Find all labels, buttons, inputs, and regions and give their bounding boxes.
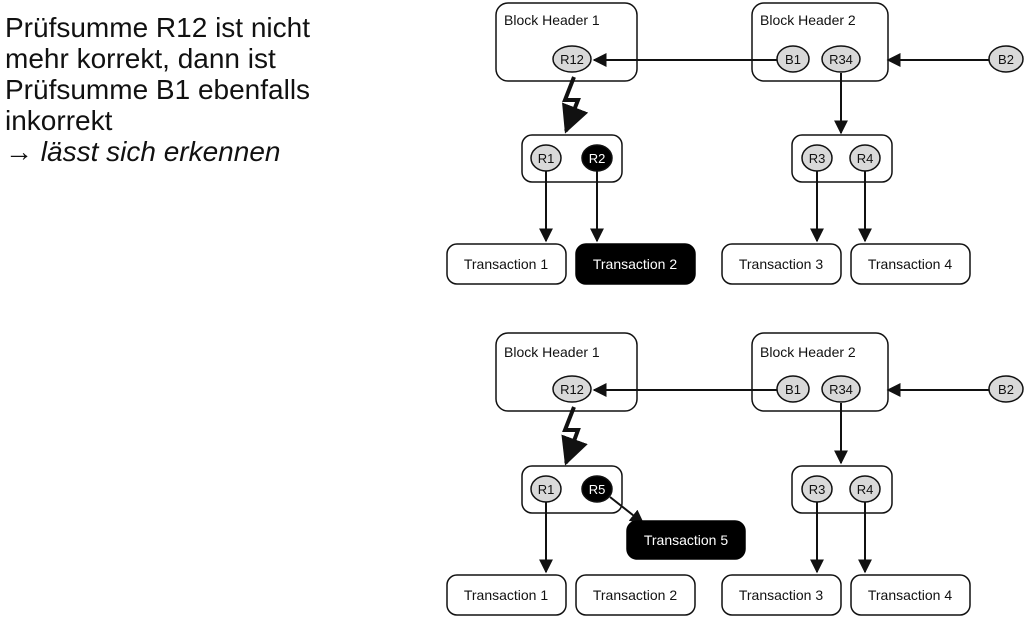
node-r12-label: R12 xyxy=(560,382,584,397)
bottom-diagram: Block Header 1 R12 Block Header 2 B1 R34… xyxy=(446,332,1024,616)
transaction-2-label: Transaction 2 xyxy=(593,256,678,272)
node-r5 xyxy=(581,475,613,503)
node-b1-label: B1 xyxy=(785,52,801,67)
caption: Prüfsumme R12 ist nicht mehr korrekt, da… xyxy=(5,12,405,167)
node-r5-label: R5 xyxy=(589,482,606,497)
transaction-2-box xyxy=(575,574,696,616)
transaction-1-box xyxy=(446,243,567,285)
block-header-1-label: Block Header 1 xyxy=(504,344,600,360)
transaction-1-box xyxy=(446,574,567,616)
transaction-3-box xyxy=(721,574,842,616)
node-b2-label: B2 xyxy=(998,382,1014,397)
transaction-4-label: Transaction 4 xyxy=(868,256,953,272)
block-header-2-label: Block Header 2 xyxy=(760,344,856,360)
transaction-2-label: Transaction 2 xyxy=(593,587,678,603)
caption-line-3: Prüfsumme B1 ebenfalls xyxy=(5,74,311,105)
node-r3-label: R3 xyxy=(809,151,826,166)
node-r34 xyxy=(821,45,861,73)
transaction-3-label: Transaction 3 xyxy=(739,587,824,603)
caption-line-4: inkorrekt xyxy=(5,105,113,136)
top-diagram: Block Header 1 R12 Block Header 2 B1 R34… xyxy=(446,2,1024,285)
node-b1-label: B1 xyxy=(785,382,801,397)
block-header-2-label: Block Header 2 xyxy=(760,12,856,28)
caption-line-1: Prüfsumme R12 ist nicht xyxy=(5,12,310,43)
node-r2-label: R2 xyxy=(589,151,606,166)
transaction-3-label: Transaction 3 xyxy=(739,256,824,272)
node-r1-label: R1 xyxy=(538,482,555,497)
lightning-icon xyxy=(562,76,589,134)
node-r34 xyxy=(821,375,861,403)
transaction-1-label: Transaction 1 xyxy=(464,256,549,272)
node-r1-label: R1 xyxy=(538,151,555,166)
lightning-icon xyxy=(561,406,588,466)
node-r34-label: R34 xyxy=(829,52,853,67)
node-r12 xyxy=(552,45,592,73)
transaction-3-box xyxy=(721,243,842,285)
transaction-4-label: Transaction 4 xyxy=(868,587,953,603)
node-r34-label: R34 xyxy=(829,382,853,397)
transaction-4-box xyxy=(850,243,971,285)
arrow-r5-t5 xyxy=(609,496,645,524)
node-r4-label: R4 xyxy=(857,482,874,497)
transaction-1-label: Transaction 1 xyxy=(464,587,549,603)
node-r4-label: R4 xyxy=(857,151,874,166)
node-r12-label: R12 xyxy=(560,52,584,67)
block-header-1-label: Block Header 1 xyxy=(504,12,600,28)
node-r3-label: R3 xyxy=(809,482,826,497)
transaction-5-label: Transaction 5 xyxy=(644,532,729,548)
caption-conclusion: → lässt sich erkennen xyxy=(5,136,281,167)
node-r12 xyxy=(552,375,592,403)
transaction-5-box xyxy=(626,520,746,560)
transaction-4-box xyxy=(850,574,971,616)
caption-line-2: mehr korrekt, dann ist xyxy=(5,43,276,74)
transaction-2-box xyxy=(575,243,696,285)
node-b2-label: B2 xyxy=(998,52,1014,67)
